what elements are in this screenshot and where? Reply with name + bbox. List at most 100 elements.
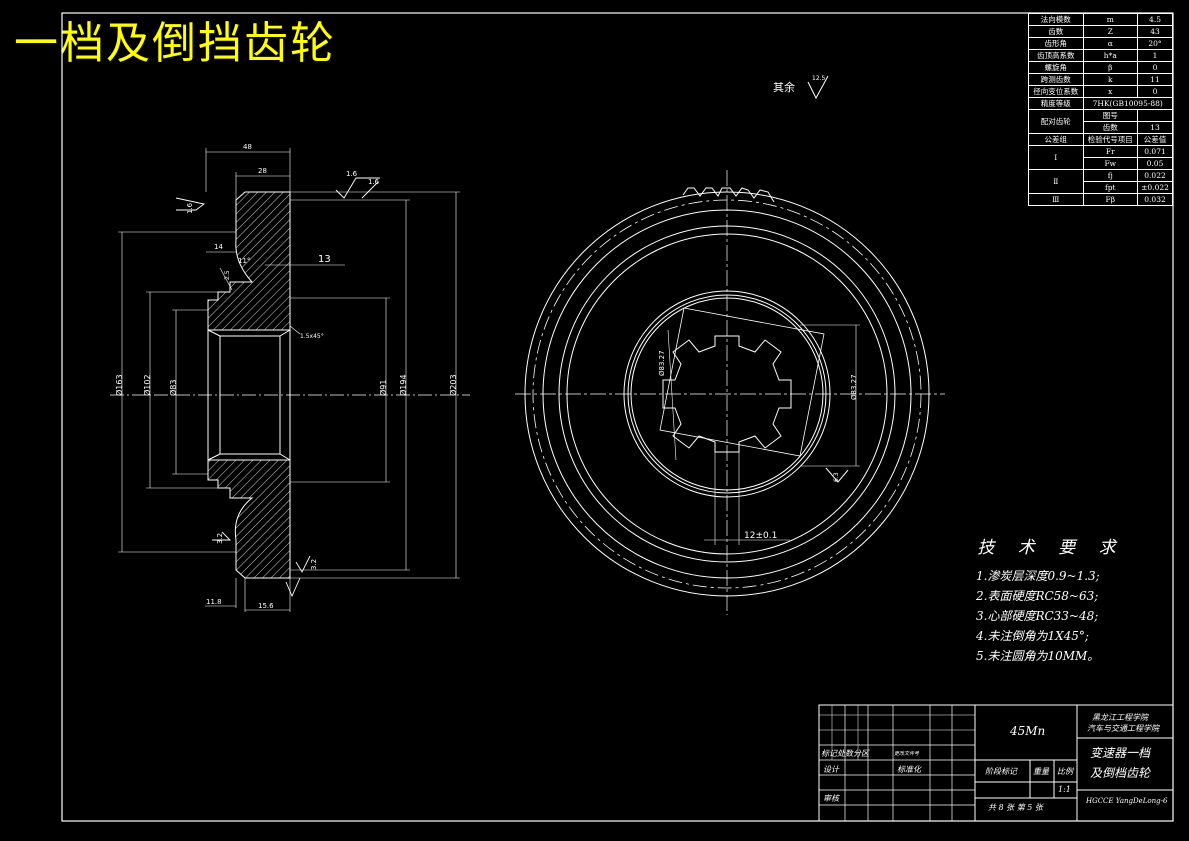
tb-rev-header: 标记处数分区 bbox=[821, 749, 869, 758]
roughness-icon bbox=[295, 555, 311, 573]
tech-item: 2.表面硬度RC58~63; bbox=[976, 589, 1099, 603]
roughness-icon bbox=[335, 177, 380, 199]
roughness-icon bbox=[825, 467, 849, 483]
hub-circle-3 bbox=[623, 290, 831, 498]
table-cell: Ⅰ bbox=[1028, 145, 1084, 170]
gear-outline bbox=[524, 191, 930, 597]
rough-left: 1.6 bbox=[186, 202, 194, 214]
tb-sheets: 共 8 张 第 5 张 bbox=[988, 803, 1043, 812]
rest-label: 其余 bbox=[773, 80, 795, 94]
tb-scale-value: 1:1 bbox=[1058, 785, 1071, 794]
dim-bot-left: 11.8 bbox=[206, 598, 222, 606]
tb-part-name-2: 及倒档齿轮 bbox=[1090, 766, 1151, 780]
dim-bot-mid: 15.6 bbox=[258, 602, 274, 610]
table-cell: 0.071 bbox=[1137, 145, 1173, 158]
tb-std-label: 标准化 bbox=[897, 765, 921, 774]
tb-stage-label: 阶段标记 bbox=[985, 767, 1017, 776]
dim-d4: Ø91 bbox=[378, 380, 388, 396]
tb-school-2: 汽车与交通工程学院 bbox=[1087, 724, 1159, 733]
tb-scale-label: 比例 bbox=[1057, 767, 1073, 776]
table-cell: 公差值 bbox=[1137, 133, 1173, 146]
table-cell: Fr bbox=[1082, 145, 1139, 158]
table-cell: 0 bbox=[1137, 61, 1173, 74]
table-cell: 0.05 bbox=[1137, 157, 1173, 170]
rough-b: 1.6 bbox=[368, 178, 380, 186]
spline-square bbox=[659, 307, 825, 457]
dim-13: 13 bbox=[318, 254, 331, 265]
table-cell: 径向变位系数 bbox=[1028, 85, 1084, 98]
dim-11deg: 11° bbox=[238, 257, 250, 265]
table-cell: 0.022 bbox=[1137, 169, 1173, 182]
dim-width-top: 48 bbox=[243, 143, 252, 151]
drawing-title: 一档及倒挡齿轮 bbox=[14, 18, 336, 69]
dim-d6: Ø203 bbox=[448, 374, 458, 396]
tb-school-1: 黑龙江工程学院 bbox=[1092, 713, 1148, 722]
table-cell: 1 bbox=[1137, 49, 1173, 62]
table-cell: β bbox=[1082, 61, 1139, 74]
hub-circle-5 bbox=[630, 297, 824, 491]
table-cell: 齿形角 bbox=[1028, 37, 1084, 50]
tech-requirements: 技 术 要 求 1.渗炭层深度0.9~1.3; 2.表面硬度RC58~63; 3… bbox=[976, 533, 1176, 666]
side-view-dimensions: 48 28 1.6 1.6 1.6 14 11° 13 2.5 1.5x45° … bbox=[114, 143, 458, 610]
table-cell: k bbox=[1082, 73, 1139, 86]
table-cell: ±0.022 bbox=[1137, 181, 1173, 194]
table-cell: 法向模数 bbox=[1028, 13, 1084, 26]
table-cell: Fw bbox=[1082, 157, 1139, 170]
table-cell: 检验代号项目 bbox=[1082, 133, 1139, 146]
drawing-border bbox=[61, 12, 1174, 822]
tb-doc-no: 更改文件号 bbox=[894, 751, 920, 757]
table-cell: Z bbox=[1082, 25, 1139, 38]
table-cell: 图号 bbox=[1082, 109, 1139, 122]
roughness-icon bbox=[175, 197, 206, 211]
table-cell: 7HK(GB10095-88) bbox=[1082, 97, 1174, 110]
table-cell: 20° bbox=[1137, 37, 1173, 50]
table-cell: Ⅱ bbox=[1028, 169, 1084, 194]
table-cell: x bbox=[1082, 85, 1139, 98]
rough-bottom-right: 3.2 bbox=[310, 559, 318, 570]
side-roughness-icons bbox=[175, 177, 380, 598]
dim-d3: Ø83 bbox=[168, 380, 178, 396]
spline-dim-a: Ø83.27 bbox=[658, 350, 666, 376]
table-row: 配对齿轮图号 bbox=[1028, 109, 1173, 134]
tb-check-label: 审核 bbox=[823, 794, 839, 803]
root-circle bbox=[542, 209, 912, 579]
table-cell: 0 bbox=[1137, 85, 1173, 98]
table-cell: 11 bbox=[1137, 73, 1173, 86]
front-gear-view bbox=[515, 170, 945, 615]
hub-circle-4 bbox=[627, 294, 827, 494]
table-cell: 配对齿轮 bbox=[1028, 109, 1084, 134]
table-row: 公差组检验代号项目公差值 bbox=[1028, 133, 1173, 146]
table-cell: 0.032 bbox=[1137, 193, 1173, 206]
table-cell: 跨测齿数 bbox=[1028, 73, 1084, 86]
key-roughness: 6.3 bbox=[833, 472, 840, 482]
front-view-dimensions: Ø83.27 Ø83.27 12±0.1 6.3 bbox=[658, 350, 858, 541]
tb-drawing-no: HGCCE YangDeLong-6 bbox=[1086, 797, 1168, 805]
tech-item: 5.未注圆角为10MM。 bbox=[976, 649, 1100, 663]
table-cell: 齿数 bbox=[1082, 121, 1139, 134]
table-cell: 齿顶高系数 bbox=[1028, 49, 1084, 62]
table-cell: m bbox=[1082, 13, 1139, 26]
dim-14: 14 bbox=[214, 243, 223, 251]
pitch-circle bbox=[532, 199, 922, 589]
side-section-view bbox=[110, 148, 470, 612]
tech-item: 1.渗炭层深度0.9~1.3; bbox=[976, 569, 1100, 583]
tb-weight-label: 重量 bbox=[1033, 767, 1049, 776]
tech-heading: 技 术 要 求 bbox=[977, 538, 1125, 558]
table-cell: 公差组 bbox=[1028, 133, 1084, 146]
tb-part-name-1: 变速器一档 bbox=[1090, 746, 1151, 760]
table-cell: fpt bbox=[1082, 181, 1139, 194]
table-cell: 精度等级 bbox=[1028, 97, 1084, 110]
rough-bottom-left: 3.2 bbox=[216, 533, 224, 544]
table-cell: 4.5 bbox=[1137, 13, 1173, 26]
table-row: fpt±0.022 bbox=[1029, 181, 1173, 194]
table-cell: Ⅲ bbox=[1028, 193, 1084, 206]
